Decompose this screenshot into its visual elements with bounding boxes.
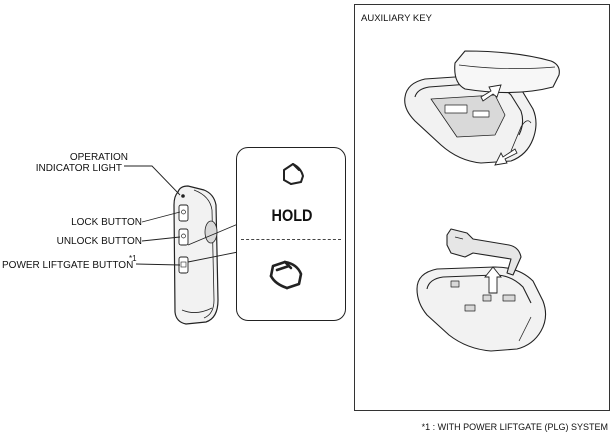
release-arrow-icon [484,266,502,294]
auxiliary-key-panel: AUXILIARY KEY [354,4,610,411]
footnote-text: *1 : WITH POWER LIFTGATE (PLG) SYSTEM [421,422,608,432]
hold-text: HOLD [271,206,313,225]
lock-button-label: LOCK BUTTON [71,217,142,228]
footnote-mark: *1 [129,254,137,263]
unlock-button-label: UNLOCK BUTTON [56,236,142,247]
power-liftgate-button-label: POWER LIFTGATE BUTTON [2,260,134,271]
remove-arrow-icon [480,84,502,102]
operation-label-line2: INDICATOR LIGHT [35,163,122,174]
liftgate-callout: HOLD [236,147,346,321]
panel-title: AUXILIARY KEY [361,13,432,24]
callout-divider [241,239,341,240]
insert-arrow-icon [494,148,518,166]
liftgate-icon [269,163,304,290]
auxiliary-key-illustration [404,50,560,352]
operation-label-line1: OPERATION [69,152,128,163]
